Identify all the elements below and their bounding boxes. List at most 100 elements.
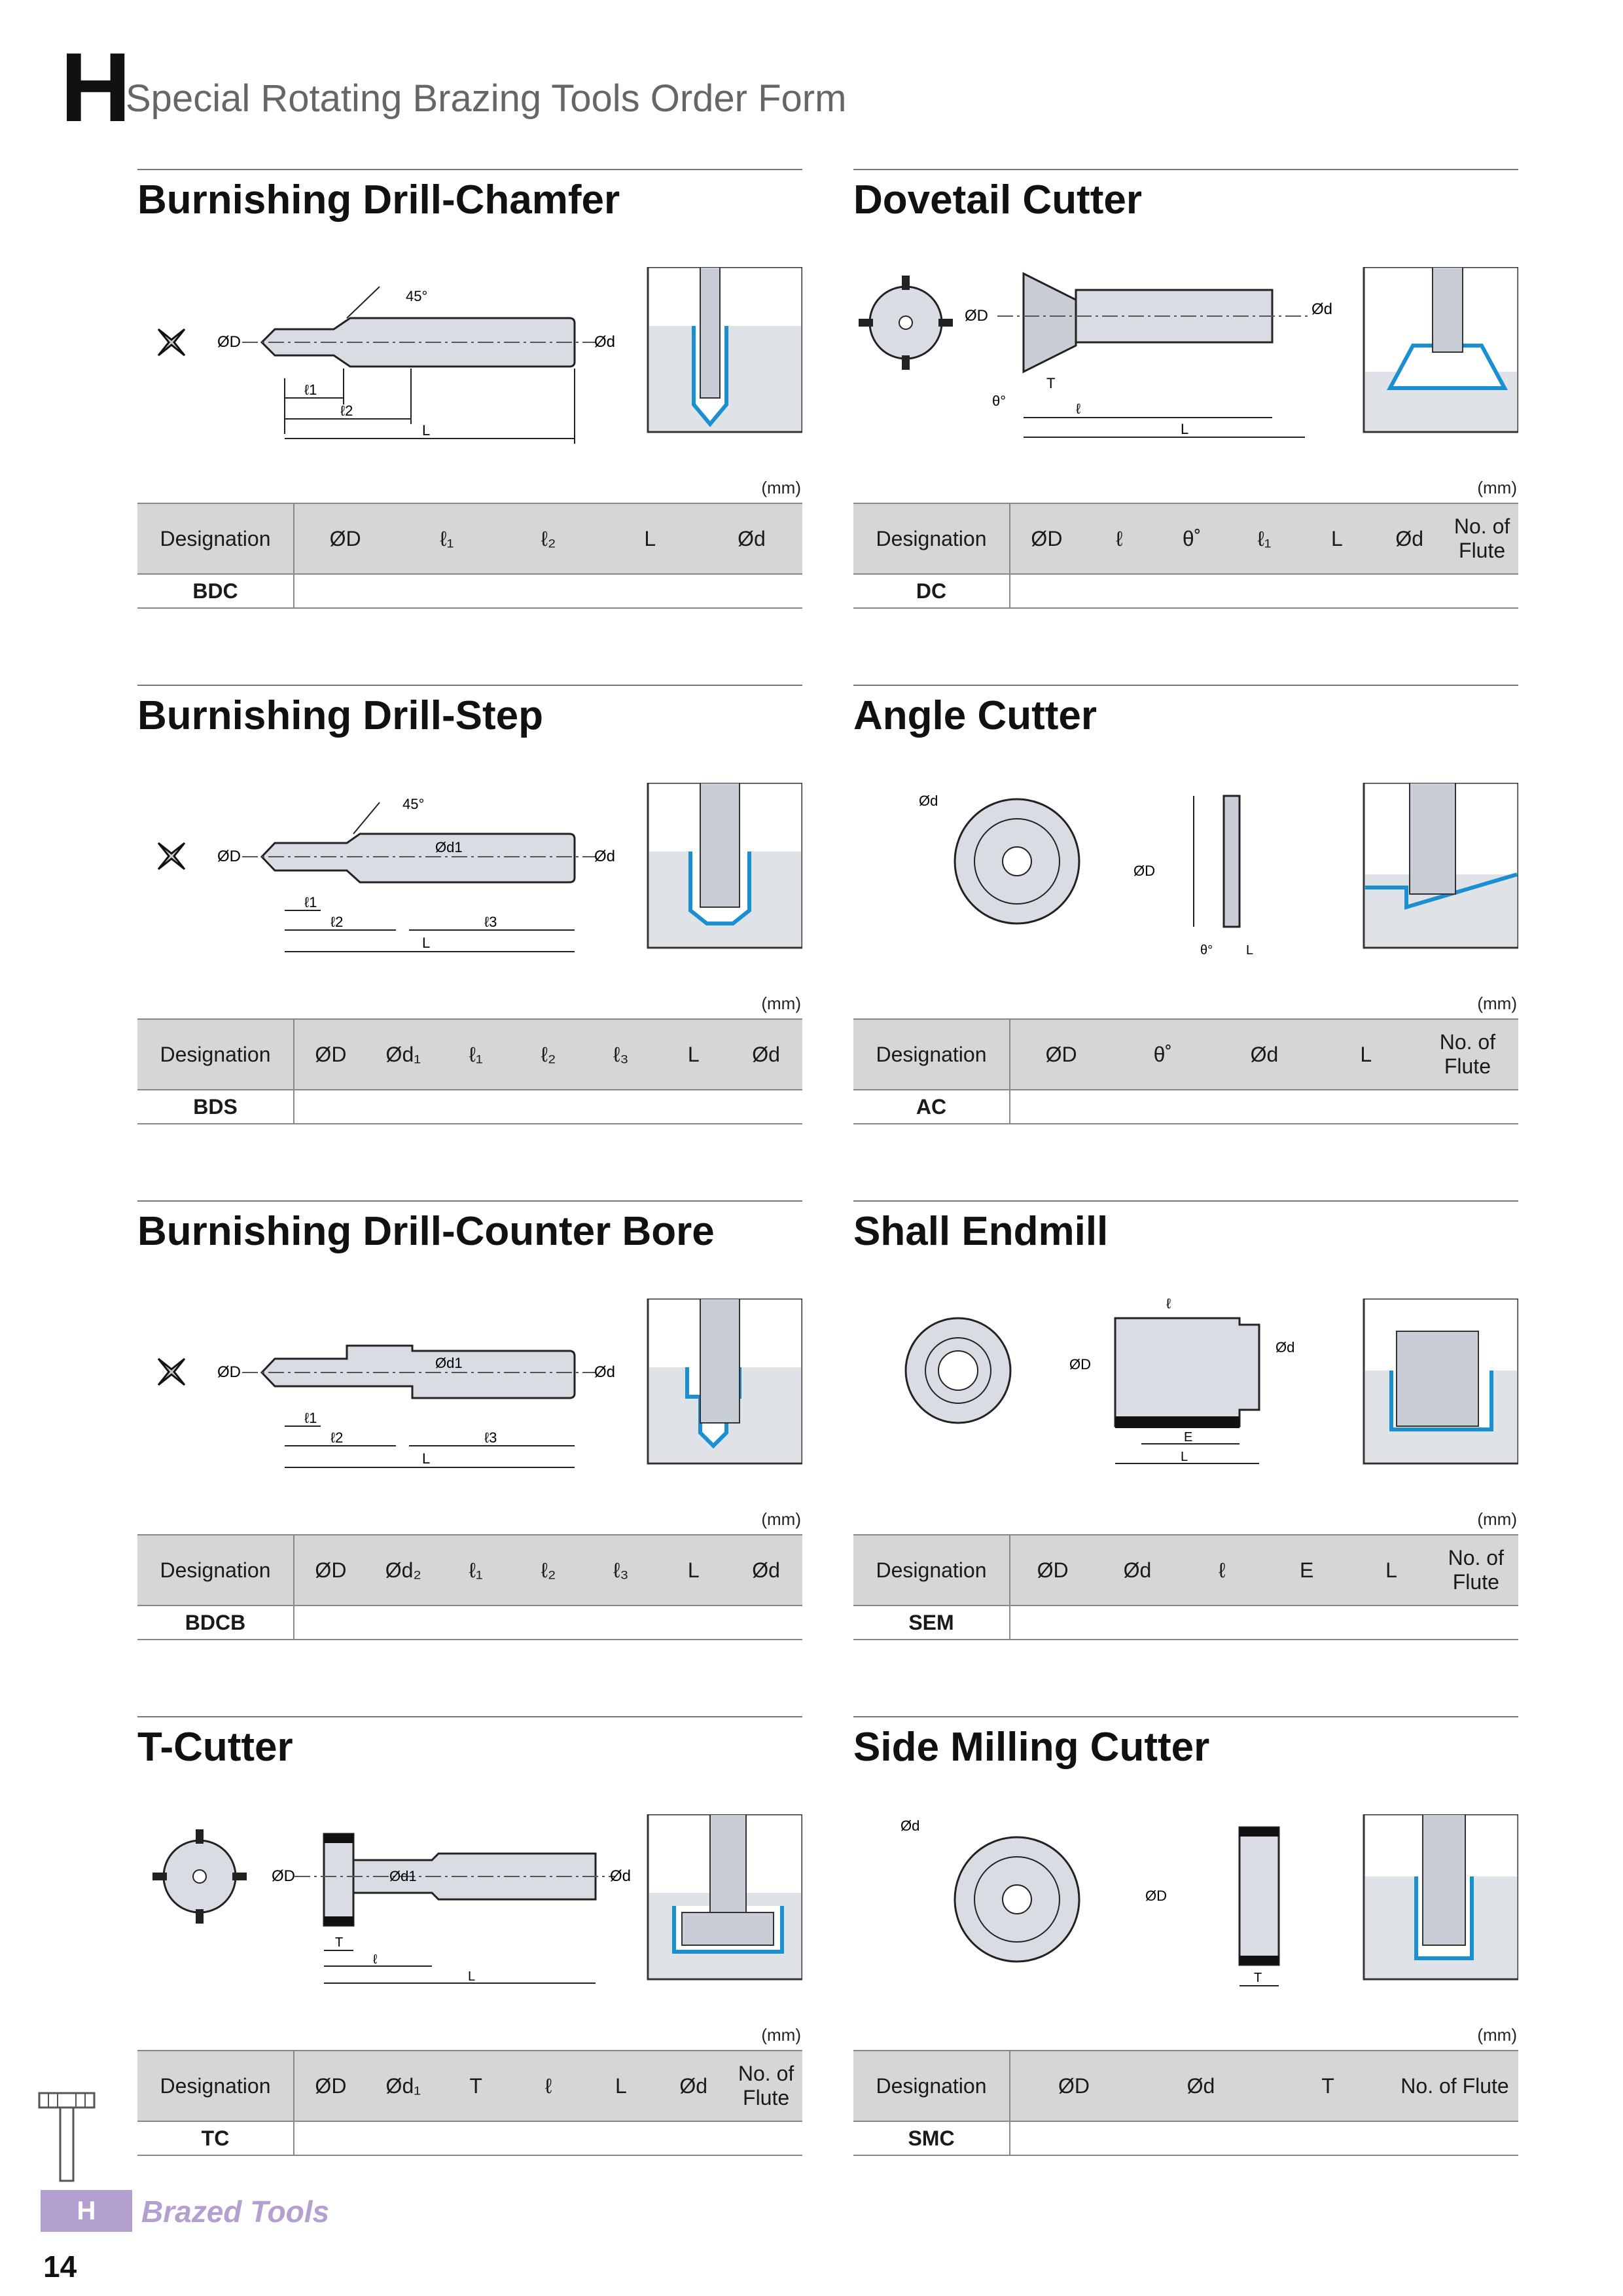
- section-rule: [137, 169, 802, 170]
- designation-code: AC: [916, 1094, 947, 1119]
- table-row: TC: [137, 2122, 802, 2156]
- section-rule: [853, 169, 1518, 170]
- tool-drawing: ØD Ød1 Ød T ℓ L: [152, 1814, 802, 1984]
- column-header: ℓ₁: [440, 526, 454, 550]
- L-label: L: [422, 1450, 430, 1467]
- designation-header: Designation: [160, 2073, 271, 2098]
- unit-label: (mm): [1477, 478, 1517, 497]
- L-label: L: [1246, 943, 1253, 958]
- section-title: Burnishing Drill-Chamfer: [137, 177, 620, 223]
- angle-label: 45°: [402, 796, 424, 812]
- table-row: AC: [853, 1090, 1518, 1124]
- section-rule: [853, 685, 1518, 686]
- column-header: Ød₁: [385, 2073, 421, 2098]
- od-label: ØD: [217, 848, 241, 865]
- l-label: ℓ: [1076, 401, 1081, 417]
- designation-header: Designation: [876, 1558, 987, 1582]
- column-header: ℓ₁: [1257, 526, 1272, 550]
- osd-label: Ød: [594, 848, 615, 865]
- section-rule: [137, 685, 802, 686]
- l3-label: ℓ3: [484, 914, 497, 930]
- tool-drawing: ØD Ød1 Ød ℓ1 ℓ2 ℓ3 L: [157, 1299, 802, 1468]
- column-header: ℓ₃: [613, 1042, 629, 1066]
- column-header: L: [644, 526, 656, 550]
- cross-section-icon: [157, 328, 186, 357]
- unit-label: (mm): [1477, 1509, 1517, 1529]
- L-label: L: [1181, 421, 1188, 437]
- column-header: No. of Flute: [1439, 1030, 1496, 1078]
- l3-label: ℓ3: [484, 1429, 497, 1446]
- table-row: BDCB: [137, 1606, 802, 1640]
- l-label: ℓ: [373, 1952, 378, 1967]
- column-header: Ød: [1250, 1042, 1279, 1066]
- designation-code: TC: [201, 2126, 230, 2150]
- section-dc: Dovetail Cutter ØD Ød T θ° ℓ L (mm) Desi…: [853, 169, 1518, 679]
- angle-label: 45°: [406, 288, 427, 304]
- section-title: Angle Cutter: [853, 693, 1097, 738]
- column-header: Ød: [752, 1558, 780, 1582]
- table-row: DC: [853, 575, 1518, 609]
- unit-label: (mm): [761, 1509, 801, 1529]
- table-row: BDC: [137, 575, 802, 609]
- column-header: T: [469, 2073, 482, 2098]
- section-bds: Burnishing Drill-Step 45° ØD Ød1 Ød ℓ1 ℓ…: [137, 685, 802, 1195]
- section-bdc: Burnishing Drill-Chamfer 45° ØD Ød ℓ1 ℓ2…: [137, 169, 802, 679]
- section-ac: Angle Cutter Ød ØD θ° L (mm) Designation…: [853, 685, 1518, 1195]
- column-header: ℓ₁: [469, 1558, 483, 1582]
- section-smc: Side Milling Cutter Ød ØD T (mm) Designa…: [853, 1716, 1518, 2227]
- od-label: ØD: [217, 1363, 241, 1381]
- cutter-end-view-icon: [954, 798, 1080, 925]
- column-header: Ød: [1186, 2073, 1215, 2098]
- cross-section-icon: [157, 842, 186, 870]
- column-header: No. of Flute: [1400, 2073, 1509, 2098]
- designation-header: Designation: [876, 526, 987, 550]
- l2-label: ℓ2: [330, 1429, 343, 1446]
- cutter-end-view-icon: [152, 1829, 247, 1924]
- section-title: Side Milling Cutter: [853, 1725, 1210, 1770]
- column-header: ℓ: [544, 2073, 552, 2098]
- column-header: L: [1360, 1042, 1372, 1066]
- column-header: No. of Flute: [1454, 514, 1510, 562]
- column-header: ØD: [329, 526, 361, 550]
- tool-drawing: 45° ØD Ød1 Ød ℓ1 ℓ2 ℓ3 L: [157, 783, 802, 952]
- osd-label: Ød: [901, 1818, 919, 1834]
- column-header: ℓ₂: [541, 526, 556, 550]
- section-rule: [137, 1200, 802, 1202]
- od-label: ØD: [217, 333, 241, 351]
- column-header: ℓ₁: [469, 1042, 483, 1066]
- column-header: Ød₂: [385, 1558, 421, 1582]
- l1-label: ℓ1: [304, 1410, 317, 1426]
- E-label: E: [1184, 1430, 1192, 1444]
- column-header: ØD: [315, 1042, 347, 1066]
- theta-label: θ°: [1200, 943, 1213, 958]
- osd-label: Ød: [1275, 1339, 1294, 1355]
- column-header: ØD: [1058, 2073, 1090, 2098]
- designation-code: BDS: [193, 1094, 238, 1119]
- section-label: Brazed Tools: [141, 2195, 330, 2229]
- column-header: L: [687, 1558, 700, 1582]
- l2-label: ℓ2: [340, 403, 353, 419]
- T-label: T: [1046, 375, 1055, 391]
- column-header: ØD: [1045, 1042, 1077, 1066]
- column-header: L: [1385, 1558, 1397, 1582]
- T-label: T: [1254, 1971, 1262, 1985]
- column-header: E: [1299, 1558, 1314, 1582]
- l1-label: ℓ1: [304, 382, 317, 398]
- od1-label: Ød1: [435, 1355, 463, 1371]
- section-rule: [853, 1716, 1518, 1717]
- osd-label: Ød: [594, 1363, 615, 1381]
- section-sem: Shall Endmill ℓ ØD Ød E L (mm) Designati…: [853, 1200, 1518, 1711]
- designation-header: Designation: [160, 1042, 271, 1066]
